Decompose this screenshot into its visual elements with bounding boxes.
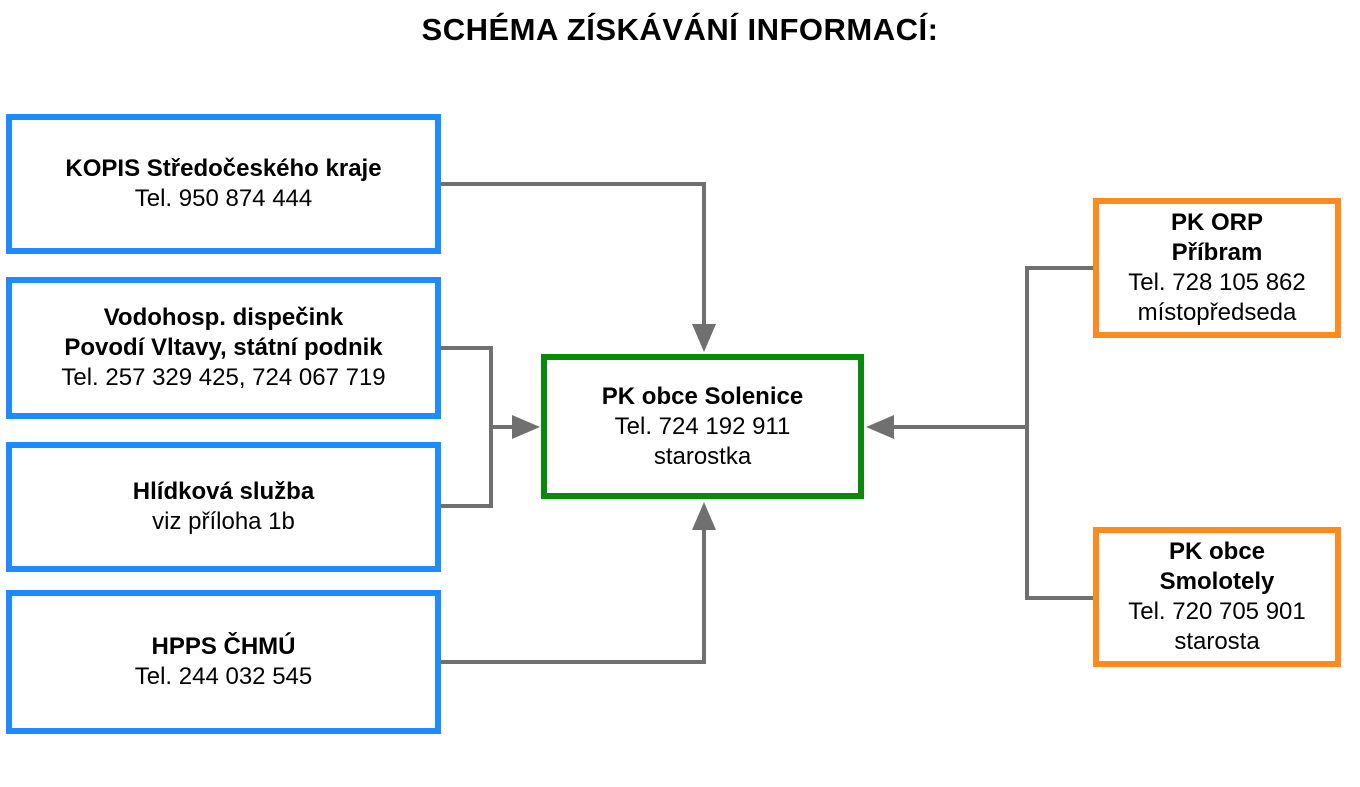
partner-phone: Tel. 728 105 862 <box>1128 269 1306 296</box>
source-phone: Tel. 257 329 425, 724 067 719 <box>61 364 386 391</box>
partner-phone: Tel. 720 705 901 <box>1128 598 1306 625</box>
source-box-vodohosp: Vodohosp. dispečink Povodí Vltavy, státn… <box>6 277 441 419</box>
center-role: starostka <box>653 442 752 470</box>
partner-role: místopředseda <box>1137 299 1297 326</box>
partner-name-line1: PK obce <box>1168 538 1266 565</box>
source-name: Hlídková služba <box>132 478 315 505</box>
source-detail: viz příloha 1b <box>152 508 295 535</box>
arrowhead-right <box>512 415 540 439</box>
source-name-line1: Vodohosp. dispečink <box>103 304 344 331</box>
connector-kopis <box>441 182 706 328</box>
partner-name-line2: Příbram <box>1171 239 1263 266</box>
source-name: HPPS ČHMÚ <box>151 633 296 660</box>
partner-box-orp: PK ORP Příbram Tel. 728 105 862 místopře… <box>1093 198 1341 338</box>
arrowhead-up <box>692 502 716 530</box>
center-box-solenice: PK obce Solenice Tel. 724 192 911 staros… <box>541 354 864 499</box>
source-box-hlidkova: Hlídková služba viz příloha 1b <box>6 442 441 572</box>
center-name: PK obce Solenice <box>601 382 804 410</box>
source-box-kopis: KOPIS Středočeského kraje Tel. 950 874 4… <box>6 114 441 254</box>
partner-name-line1: PK ORP <box>1170 209 1263 236</box>
source-name-line2: Povodí Vltavy, státní podnik <box>64 334 383 361</box>
connector-hpps <box>441 528 706 664</box>
diagram-title: SCHÉMA ZÍSKÁVÁNÍ INFORMACÍ: <box>421 12 939 47</box>
source-phone: Tel. 950 874 444 <box>134 185 313 212</box>
connector-orp <box>1025 266 1095 600</box>
connector-vodohosp <box>441 346 493 508</box>
source-name: KOPIS Středočeského kraje <box>65 155 382 182</box>
partner-role: starosta <box>1174 628 1260 655</box>
arrowhead-left <box>866 415 894 439</box>
partner-name-line2: Smolotely <box>1159 568 1275 595</box>
source-box-hpps: HPPS ČHMÚ Tel. 244 032 545 <box>6 590 441 734</box>
source-phone: Tel. 244 032 545 <box>134 663 313 690</box>
center-phone: Tel. 724 192 911 <box>614 412 791 440</box>
arrowhead-down <box>692 324 716 352</box>
partner-box-smolotely: PK obce Smolotely Tel. 720 705 901 staro… <box>1093 527 1341 667</box>
